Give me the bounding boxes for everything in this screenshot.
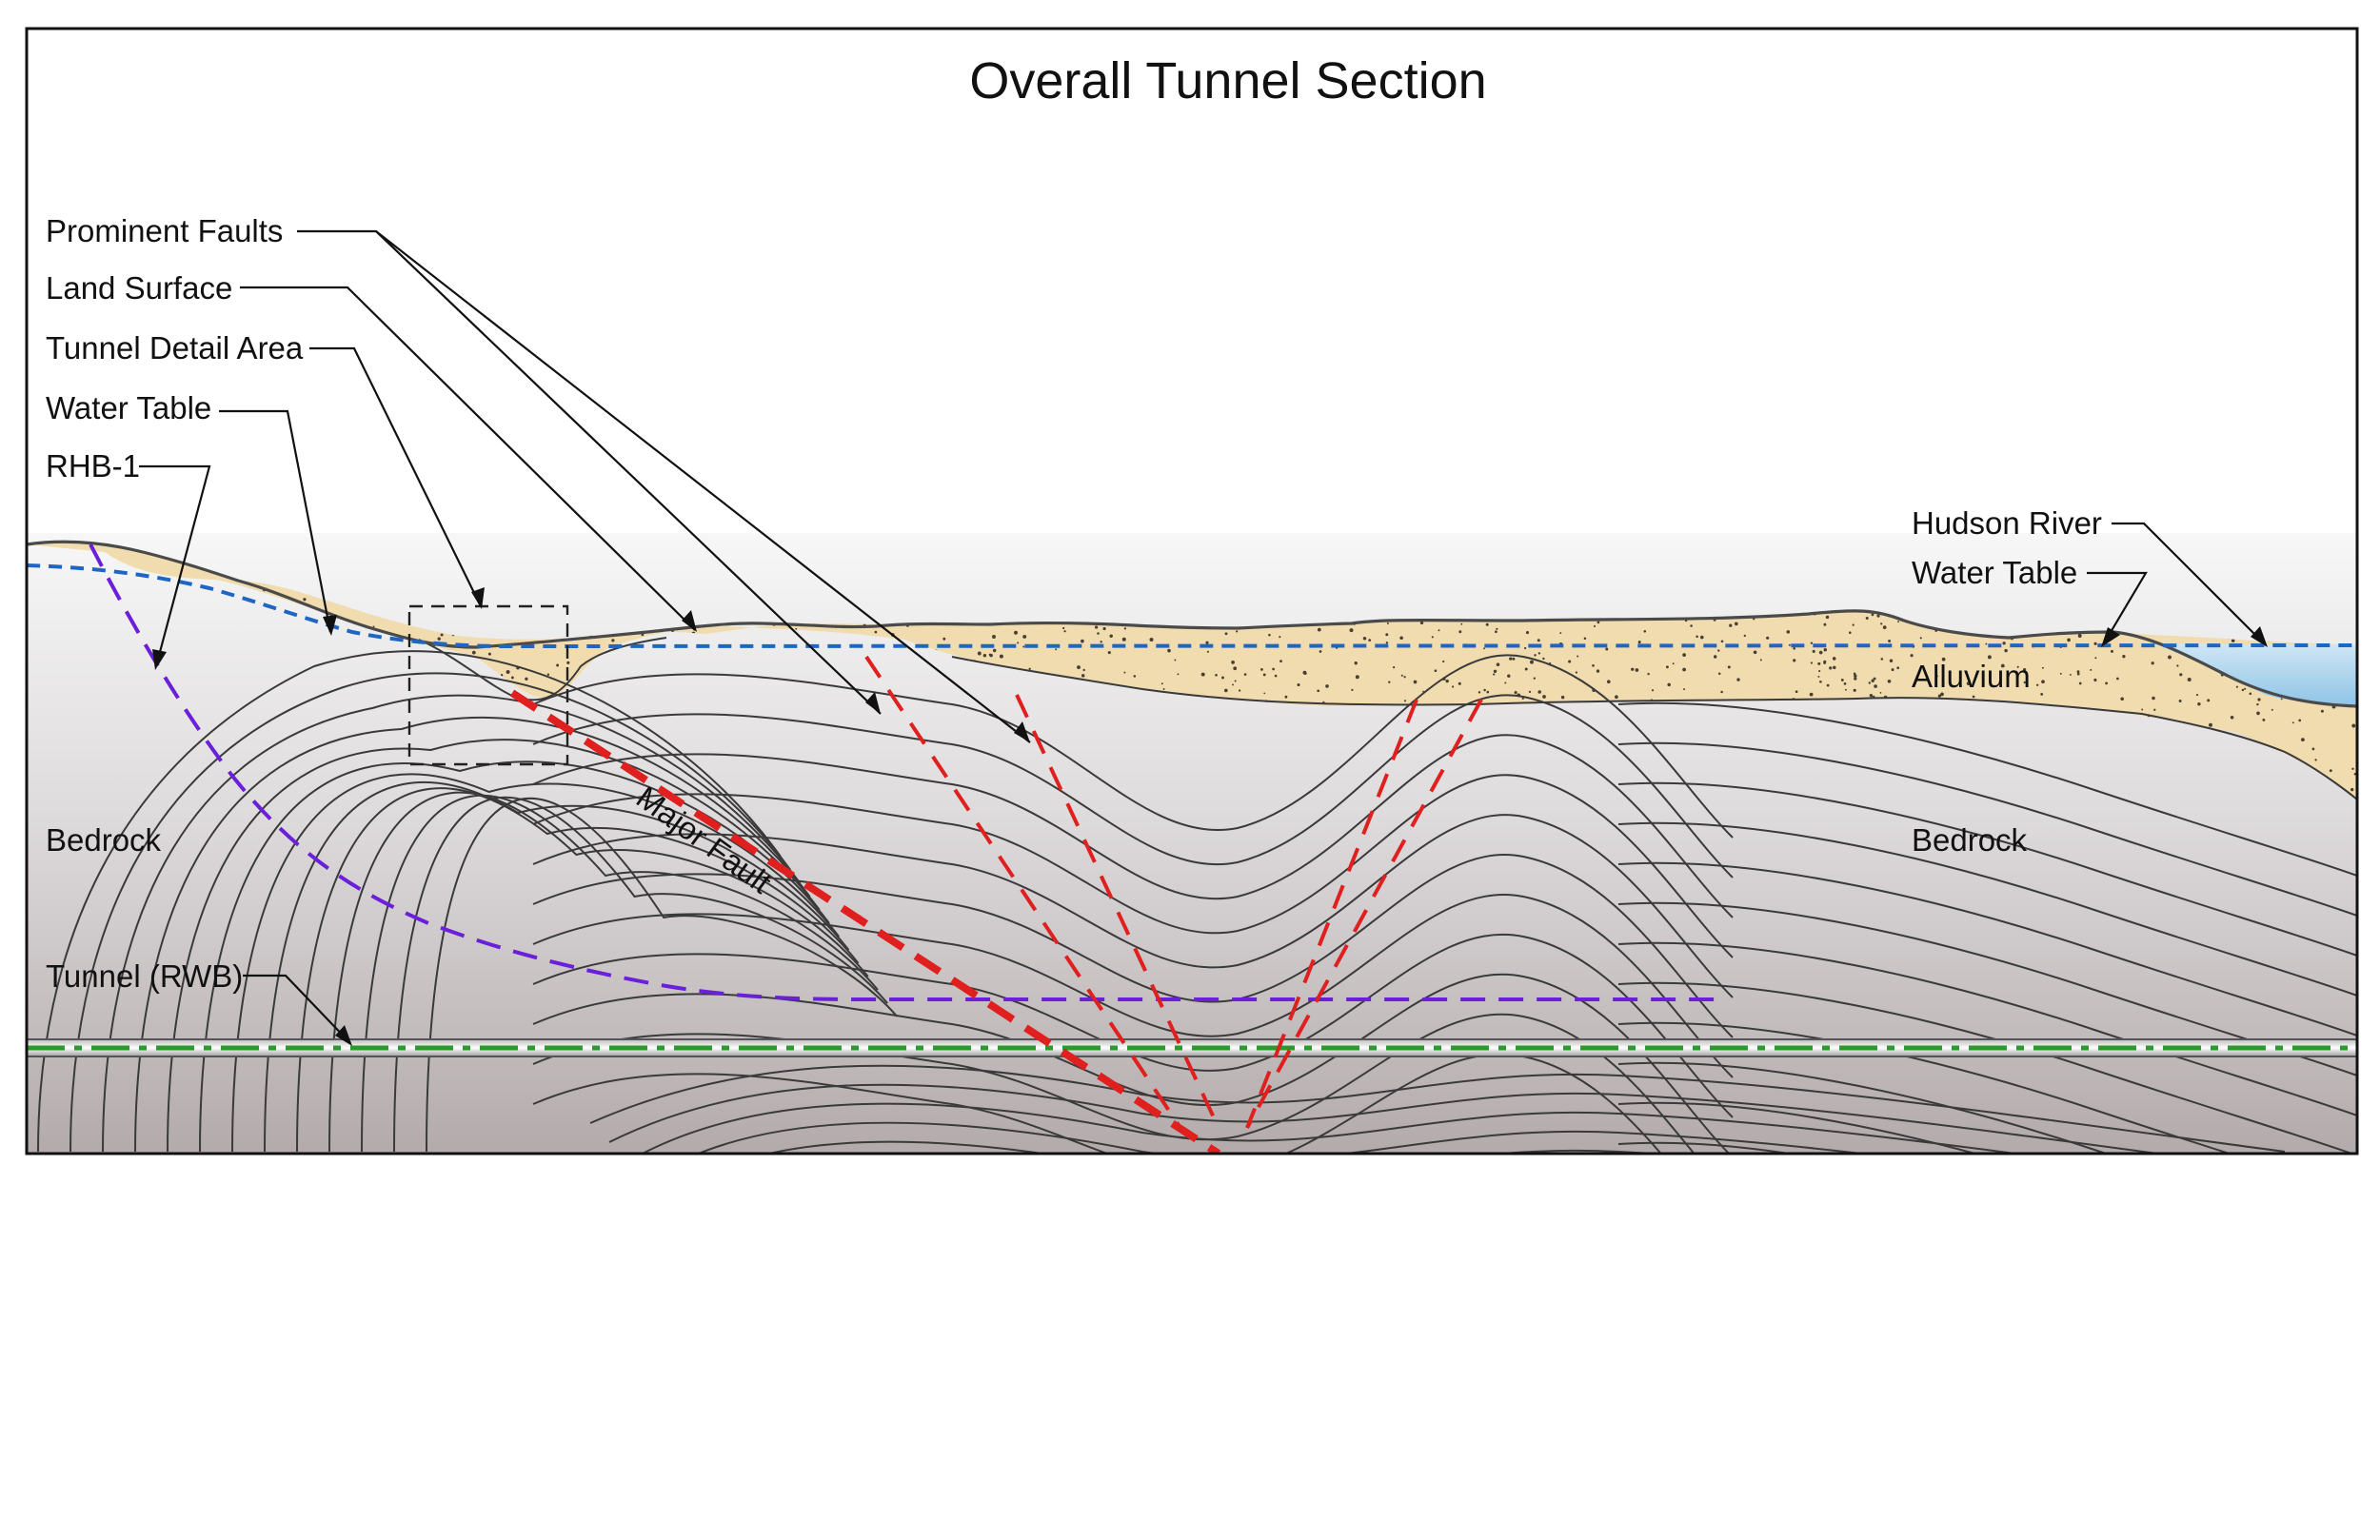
diagram-title: Overall Tunnel Section: [969, 52, 1486, 109]
leader-lines: [139, 229, 2268, 1046]
leader-tunnel-detail-area: [309, 346, 485, 609]
fault-4: [1245, 699, 1483, 1129]
region-bedrock-right: Bedrock: [1912, 822, 2028, 858]
diagram-frame: [25, 27, 2359, 1155]
alluvium-base-line: [951, 656, 2357, 800]
alluvium-base-line-left: [418, 637, 667, 701]
callout-water-table-right: Water Table: [1912, 555, 2077, 590]
fault-3: [1245, 699, 1418, 1129]
land-surface-line: [27, 540, 2357, 708]
left-hill-alluvium: [27, 542, 238, 581]
leader-tunnel-rwb: [243, 974, 352, 1046]
tunnel-detail-area-box: [407, 604, 569, 766]
major-fault-line: [509, 689, 1221, 1154]
leader-prominent-faults: [297, 229, 1031, 743]
callout-land-surface: Land Surface: [46, 270, 232, 306]
prominent-faults: [864, 655, 1483, 1130]
rhb1-borehole-line: [89, 543, 1723, 1001]
water-table-line: [27, 563, 2357, 649]
bedrock-contours: [37, 650, 2357, 1154]
callout-hudson-river: Hudson River: [1912, 505, 2102, 541]
leader-water-table-right: [2087, 571, 2148, 647]
callout-water-table: Water Table: [46, 390, 211, 425]
region-bedrock-left: Bedrock: [46, 822, 162, 858]
leader-hudson-river: [2112, 522, 2268, 647]
callout-prominent-faults: Prominent Faults: [46, 213, 283, 248]
callout-tunnel-rwb: Tunnel (RWB): [46, 958, 243, 994]
hudson-river-water: [2152, 643, 2357, 706]
leader-water-table: [219, 409, 337, 636]
region-alluvium: Alluvium: [1912, 659, 2031, 694]
callout-tunnel-detail-area: Tunnel Detail Area: [46, 330, 304, 365]
leader-rhb1: [139, 464, 211, 670]
leader-land-surface: [240, 286, 697, 632]
alluvium-layer: [27, 543, 2357, 800]
fault-1: [864, 655, 1182, 1130]
callout-rhb1: RHB-1: [46, 448, 140, 484]
